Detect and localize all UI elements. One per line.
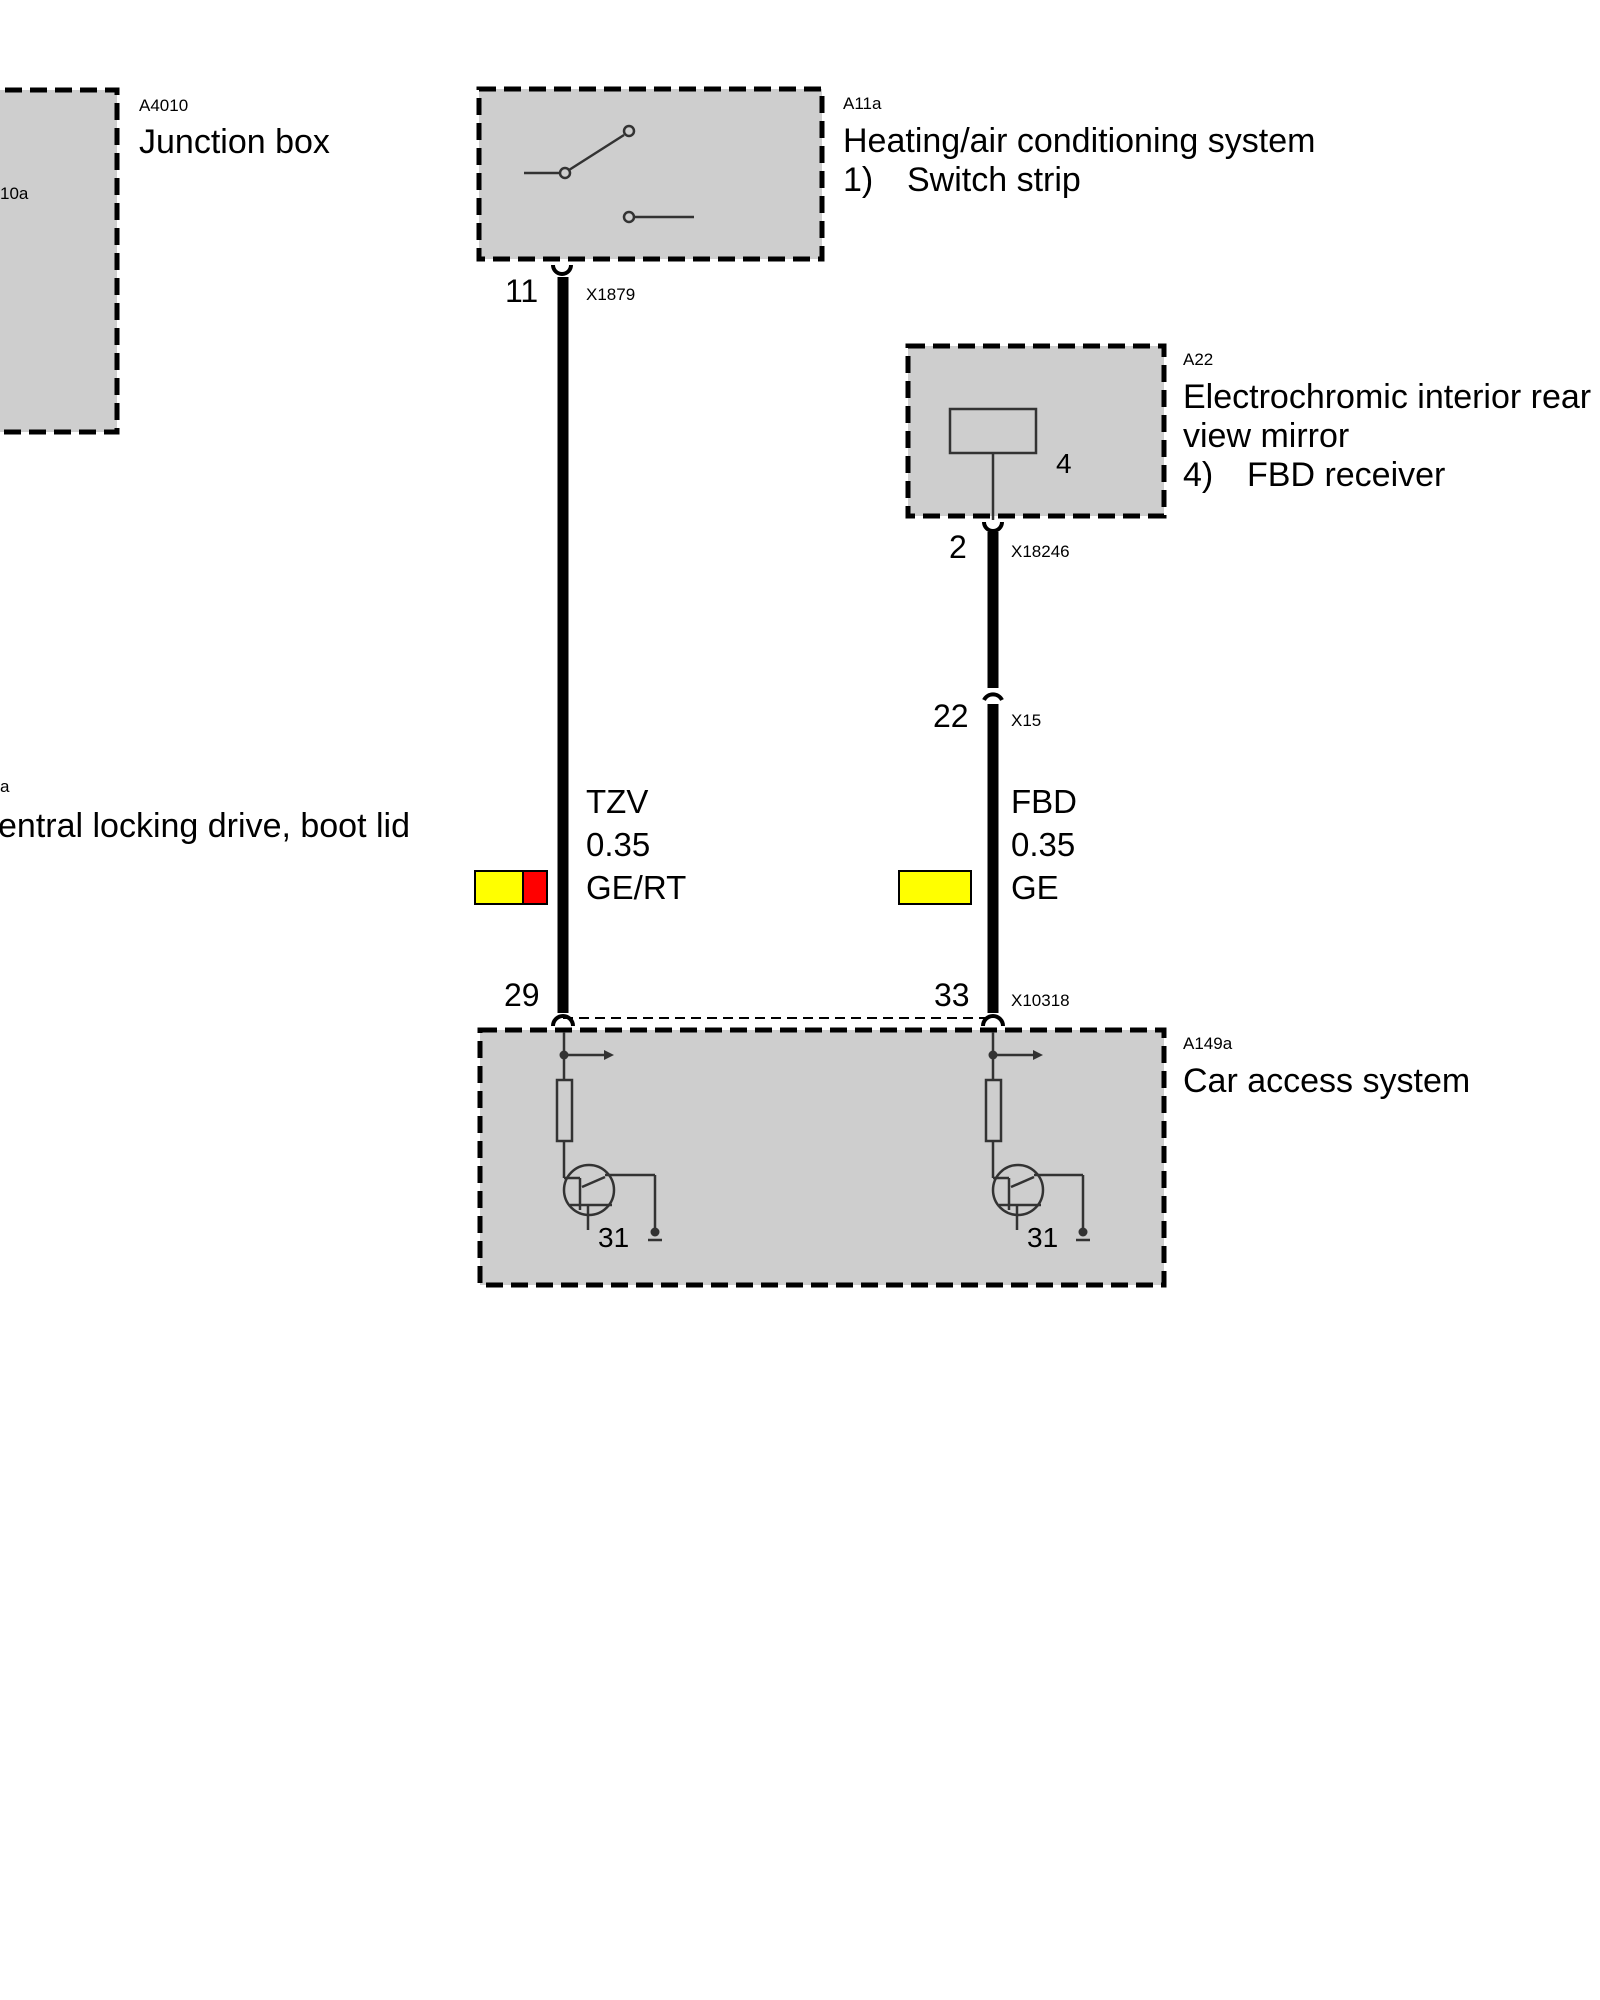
central-locking-id: a [0,777,10,796]
ground-icon [1078,1227,1088,1237]
ground-icon [650,1227,660,1237]
wire-tzv: 11 X1879 TZV 0.35 GE/RT 29 [474,264,686,1027]
junction-box-id: A4010 [139,96,188,115]
hvac-id: A11a [843,94,882,113]
car-access-component: A149a Car access system 31 [477,1027,1470,1288]
transistor-circuit-right: 31 [984,1032,1090,1253]
transistor-circuit-left: 31 [555,1032,662,1253]
resistor-icon [555,1078,574,1143]
junction-box-name: Junction box [139,123,330,161]
mirror-id: A22 [1183,350,1213,369]
x10318-id: X10318 [1011,991,1070,1010]
x15-id: X15 [1011,711,1041,730]
car-access-id: A149a [1183,1034,1233,1053]
connector-x15-symbol [982,692,1004,702]
tzv-color-code: GE/RT [586,869,686,906]
fbd-signal: FBD [1011,783,1077,820]
x10318-pin-right: 33 [934,977,970,1013]
car-access-outline [477,1027,1167,1288]
x10318-pin-left: 29 [504,977,540,1013]
connector-x18246-symbol [982,521,1004,533]
x1879-id: X1879 [586,285,635,304]
x15-pin: 22 [933,698,969,734]
fbd-size: 0.35 [1011,826,1075,863]
mirror-name-line1: Electrochromic interior rear [1183,378,1591,416]
hvac-item-num: 1) [843,161,873,199]
mirror-item-label: FBD receiver [1247,456,1445,494]
tzv-color-swatch [474,870,548,905]
ground-label-left: 31 [598,1222,629,1253]
fbd-color-swatch [898,870,972,905]
hvac-name: Heating/air conditioning system [843,122,1315,160]
receiver-icon [948,407,1038,455]
hvac-component: A11a Heating/air conditioning system 1) … [476,86,1315,262]
car-access-name: Car access system [1183,1062,1470,1100]
junction-box-component: A4010 Junction box 10a [0,87,330,435]
fbd-color-code: GE [1011,869,1059,906]
tzv-signal: TZV [586,783,648,820]
central-locking-component: a entral locking drive, boot lid [0,777,410,845]
mirror-component: 4 A22 Electrochromic interior rear view … [905,343,1591,520]
mirror-name-line2: view mirror [1183,417,1349,455]
mirror-inner-label: 4 [1056,448,1072,479]
wire-fbd: 2 X18246 22 X15 FBD 0.35 GE 33 X10318 [898,521,1077,1027]
central-locking-name: entral locking drive, boot lid [0,807,410,845]
x18246-pin: 2 [949,529,967,565]
x18246-id: X18246 [1011,542,1070,561]
tzv-size: 0.35 [586,826,650,863]
hvac-item-label: Switch strip [907,161,1081,199]
connector-x10318-left-symbol [551,1014,575,1027]
ground-label-right: 31 [1027,1222,1058,1253]
connector-x10318-right-symbol [981,1014,1005,1027]
resistor-icon [984,1078,1003,1143]
x1879-pin: 11 [505,273,538,309]
switch-icon [524,124,694,224]
mirror-item-num: 4) [1183,456,1213,494]
junction-box-sub-id: 10a [0,184,29,203]
connector-x1879-symbol [551,264,573,276]
junction-box-outline [0,87,120,435]
